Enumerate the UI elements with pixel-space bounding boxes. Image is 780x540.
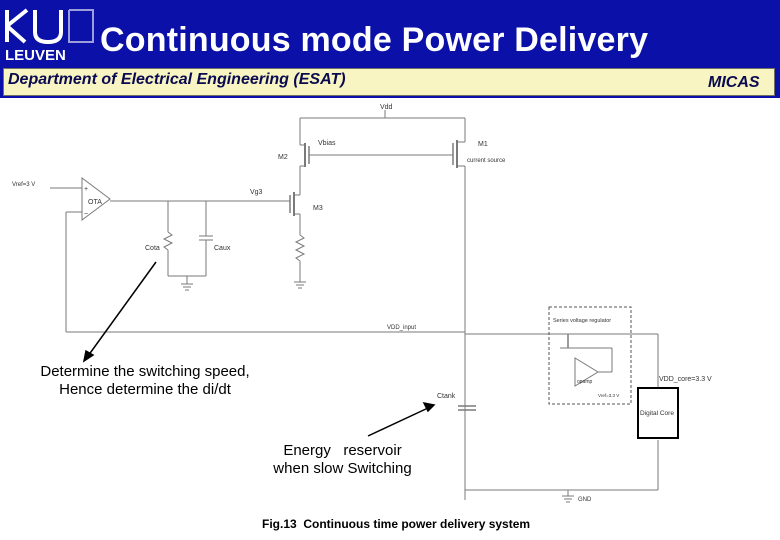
- power-delivery-circuit: Vdd Vbias M1 current source M2 Vg3 M3 Vr…: [12, 104, 712, 503]
- department-label: Department of Electrical Engineering (ES…: [8, 71, 346, 88]
- label-vbias: Vbias: [318, 140, 336, 147]
- label-cota: Cota: [145, 245, 160, 252]
- figure-caption: Fig.13 Continuous time power delivery sy…: [262, 517, 531, 531]
- switching-speed-annotation: Determine the switching speed, Hence det…: [20, 363, 270, 399]
- label-m1: M1: [478, 141, 488, 148]
- subtitle-box: [3, 68, 775, 96]
- label-opamp: opamp: [577, 379, 593, 385]
- label-digital-core: Digital Core: [640, 410, 674, 417]
- label-vg3: Vg3: [250, 189, 263, 196]
- label-vref: Vref=3 V: [12, 182, 35, 188]
- label-series-regulator: Series voltage regulator: [553, 318, 611, 324]
- regulator-opamp-symbol: [574, 357, 599, 387]
- energy-reservoir-annotation: Energy reservoir when slow Switching: [255, 442, 430, 478]
- arrow-head-cota: [82, 349, 95, 363]
- ku-leuven-logo: LEUVEN: [5, 8, 94, 64]
- logo-text: LEUVEN: [5, 47, 66, 64]
- label-minus: −: [84, 211, 88, 218]
- energy-line-2: when slow Switching: [273, 460, 412, 477]
- slide-title: Continuous mode Power Delivery: [100, 21, 649, 59]
- label-plus: +: [84, 186, 88, 193]
- switching-line-1: Determine the switching speed,: [40, 363, 250, 380]
- label-vreg: Vref=3.3 V: [598, 393, 619, 398]
- label-m3: M3: [313, 205, 323, 212]
- ota-symbol: [81, 177, 111, 221]
- digital-core-block: [637, 387, 679, 439]
- switching-line-2: Hence determine the di/dt: [59, 381, 231, 398]
- label-ota: OTA: [88, 199, 102, 206]
- group-label: MICAS: [708, 74, 760, 91]
- label-vdd-core: VDD_core=3.3 V: [659, 376, 712, 383]
- arrow-to-cota: [87, 261, 157, 357]
- label-current-source: current source: [467, 158, 506, 164]
- arrow-to-ctank: [367, 407, 429, 437]
- slide-header: [0, 0, 780, 68]
- label-vdd: Vdd: [380, 104, 393, 111]
- label-gnd: GND: [578, 497, 592, 503]
- arrow-head-ctank: [422, 401, 436, 413]
- energy-line-1: Energy reservoir: [283, 442, 402, 459]
- series-regulator-box: [548, 306, 632, 405]
- label-caux: Caux: [214, 245, 231, 252]
- label-vdd-input: VDD_input: [387, 325, 416, 331]
- label-ctank: Ctank: [437, 393, 456, 400]
- label-m2: M2: [278, 154, 288, 161]
